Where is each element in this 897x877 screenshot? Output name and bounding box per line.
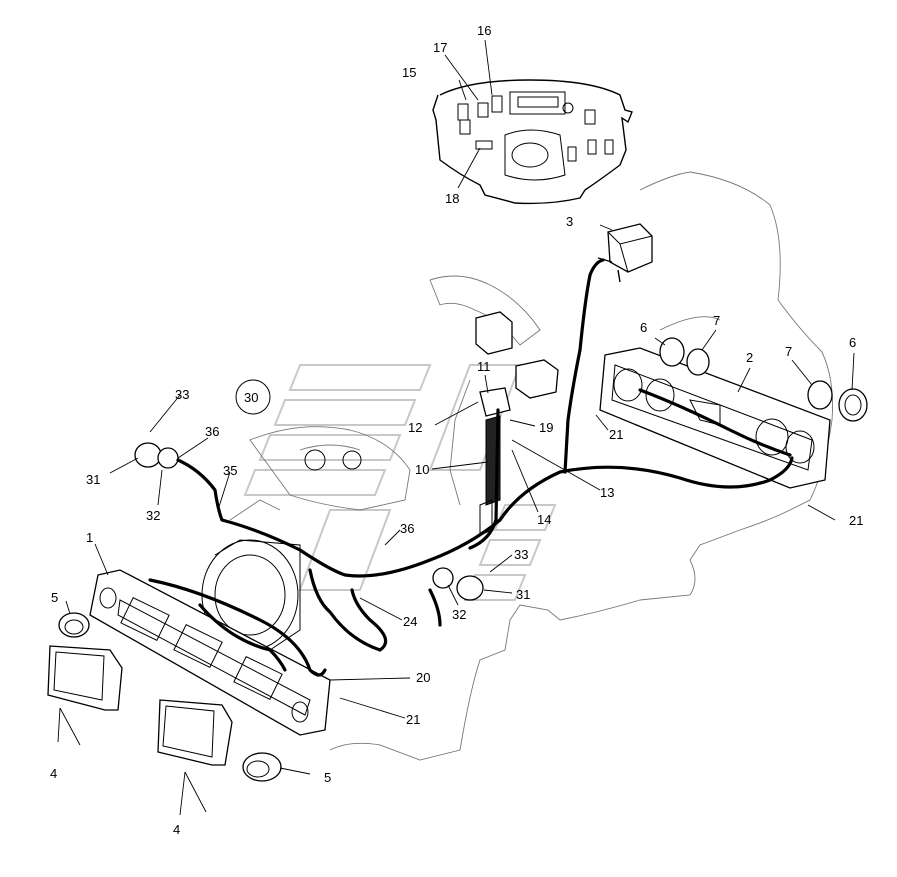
callout-19: 19 [539,420,553,435]
watermark-logo [243,364,557,601]
callout-1: 1 [86,530,93,545]
wiring-harness [148,258,794,677]
callout-3: 3 [566,214,573,229]
cab-outline [229,171,833,761]
callout-33-left: 33 [175,387,189,402]
callout-36-right: 36 [400,521,414,536]
callout-21-upper: 21 [609,427,623,442]
callout-labels: 1 2 3 4 4 5 5 6 6 7 7 10 11 12 13 14 15 … [50,23,863,837]
rear-light-bar [599,347,831,489]
callout-31-left: 31 [86,472,100,487]
callout-6-left: 6 [640,320,647,335]
leader-lines [57,39,855,816]
callout-20: 20 [416,670,430,685]
callout-12: 12 [408,420,422,435]
callout-17: 17 [433,40,447,55]
callout-10: 10 [415,462,429,477]
callout-15: 15 [402,65,416,80]
callout-35: 35 [223,463,237,478]
callout-33-right: 33 [514,547,528,562]
callout-21-lower: 21 [406,712,420,727]
lamp-sockets [659,337,868,422]
callout-11: 11 [477,359,491,374]
callout-21-right: 21 [849,513,863,528]
dashboard-panel [432,79,633,205]
callout-30: 30 [244,390,258,405]
callout-32-right: 32 [452,607,466,622]
callout-18: 18 [445,191,459,206]
callout-31-right: 31 [516,587,530,602]
callout-13: 13 [600,485,614,500]
callout-5-bottom: 5 [324,770,331,785]
callout-6-right: 6 [849,335,856,350]
callout-16: 16 [477,23,491,38]
callout-2: 2 [746,350,753,365]
callout-7-right: 7 [785,344,792,359]
callout-4-bottom: 4 [173,822,180,837]
front-light-bar [89,569,331,736]
callout-24: 24 [403,614,417,629]
callout-36-left: 36 [205,424,219,439]
relay-unit [597,223,653,283]
callout-14: 14 [537,512,551,527]
callout-32-left: 32 [146,508,160,523]
callout-4-left: 4 [50,766,57,781]
work-lamps [47,645,233,766]
callout-7-left: 7 [713,313,720,328]
indicator-lamps [58,379,484,782]
callout-5-left: 5 [51,590,58,605]
